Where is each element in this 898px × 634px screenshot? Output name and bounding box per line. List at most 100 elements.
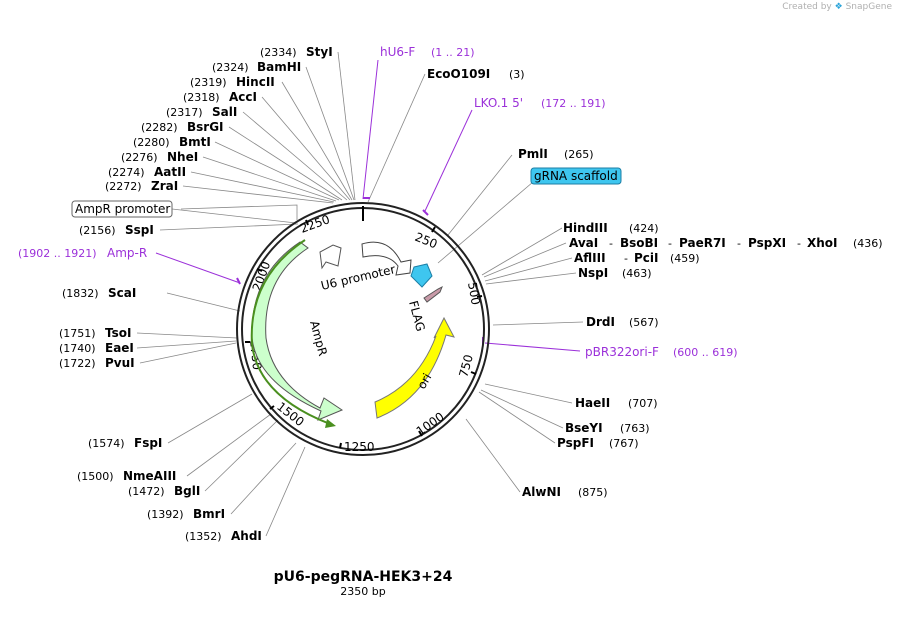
enzyme-name: SspI [125,223,154,237]
enzyme-pos: (1751) [59,327,96,340]
enzyme-name: NheI [167,150,198,164]
created-by-label: Created by [782,2,832,12]
enzyme-name: PaeR7I [679,236,726,250]
plasmid-length: 2350 bp [340,585,385,598]
plasmid-name: pU6-pegRNA-HEK3+24 [274,569,453,585]
enzyme-pos: (1500) [77,470,114,483]
enzyme-pos: (463) [622,267,652,280]
enzyme-name: StyI [306,45,333,59]
primer-range: (600 .. 619) [673,346,738,359]
enzyme-pos: (567) [629,316,659,329]
enzyme-pos: (2272) [105,180,142,193]
primer-leader-lines [155,59,581,352]
enzyme-name: EaeI [105,341,134,355]
enzyme-name: BseYI [565,421,603,435]
enzyme-pos: (2319) [190,76,227,89]
ori-arrow [374,316,455,419]
enzyme-name: AflIII [574,251,606,265]
enzyme-separator: - [668,237,672,250]
primer-name: Amp-R [107,246,147,260]
snapgene-branding: Created by ❖ SnapGene [782,2,892,12]
enzyme-pos: (1740) [59,342,96,355]
enzyme-name: AvaI [569,236,598,250]
leader-lines [136,51,584,537]
enzyme-pos: (2282) [141,121,178,134]
enzyme-name: AhdI [231,529,262,543]
enzyme-pos: (707) [628,397,658,410]
plasmid-backbone [236,202,490,456]
enzyme-name: PspFI [557,436,594,450]
enzyme-name: FspI [134,436,162,450]
right-enzyme-labels: EcoO109I (3) PmlI (265) HindIII (424) Av… [427,67,883,499]
enzyme-separator: - [797,237,801,250]
enzyme-pos: (2334) [260,46,297,59]
primer-range: (172 .. 191) [541,97,606,110]
enzyme-name: SalI [212,105,237,119]
grna-scaffold-box [530,167,622,185]
ampr-promoter-label: AmpR promoter [75,202,170,216]
primer-range: (1 .. 21) [431,46,475,59]
enzyme-pos: (763) [620,422,650,435]
tick-label-1000: 1000 [414,409,447,438]
enzyme-name: BsrGI [187,120,224,134]
snapgene-app-name: SnapGene [845,2,892,12]
enzyme-pos: (875) [578,486,608,499]
enzyme-name: PspXI [748,236,786,250]
flag-arrow [423,285,443,303]
enzyme-name: ScaI [108,286,136,300]
enzyme-name: BmtI [179,135,211,149]
enzyme-name: NspI [578,266,608,280]
enzyme-pos: (2276) [121,151,158,164]
enzyme-pos: (2317) [166,106,203,119]
enzyme-name: AatII [154,165,186,179]
enzyme-pos: (2156) [79,224,116,237]
ampr-outer-arc [250,239,331,425]
tick-label-2250: 2250 [298,212,331,236]
enzyme-pos: (1722) [59,357,96,370]
enzyme-name: HaeII [575,396,610,410]
enzyme-name: AccI [229,90,257,104]
enzyme-name: PciI [634,251,659,265]
primer-name: hU6-F [380,45,415,59]
snapgene-logo-icon: ❖ [834,2,843,12]
enzyme-pos: (1574) [88,437,125,450]
enzyme-pos: (1472) [128,485,165,498]
enzyme-name: NmeAIII [123,469,176,483]
enzyme-name: BsoBI [620,236,658,250]
u6-promoter-label: U6 promoter [320,262,397,293]
enzyme-separator: - [609,237,613,250]
grna-scaffold-label: gRNA scaffold [534,169,618,183]
enzyme-pos: (2274) [108,166,145,179]
ampr-arc-arrowhead-icon [325,419,336,428]
ampr-label: AmpR [307,319,330,357]
enzyme-pos: (1832) [62,287,99,300]
primer-labels: hU6-F (1 .. 21) LKO.1 5' (172 .. 191) pB… [18,45,738,359]
enzyme-pos: (1392) [147,508,184,521]
scale-ticks [245,219,483,449]
enzyme-pos: (3) [509,68,525,81]
enzyme-pos: (767) [609,437,639,450]
enzyme-pos: (436) [853,237,883,250]
ampr-promoter-box [71,200,173,218]
ampr-promoter-arrow [319,244,342,270]
enzyme-pos: (2280) [133,136,170,149]
enzyme-pos: (2318) [183,91,220,104]
left-enzyme-labels: (2334) StyI (2324) BamHI (2319) HincII (… [59,45,333,543]
enzyme-pos: (459) [670,252,700,265]
tick-label-500: 500 [465,281,483,306]
primer-range: (1902 .. 1921) [18,247,97,260]
enzyme-name: BglI [174,484,200,498]
enzyme-name: PvuI [105,356,135,370]
enzyme-name: PmlI [518,147,548,161]
enzyme-name: HincII [236,75,275,89]
primer-name: pBR322ori-F [585,345,659,359]
enzyme-separator: - [624,252,628,265]
enzyme-name: AlwNI [522,485,561,499]
enzyme-name: TsoI [105,326,131,340]
primer-name: LKO.1 5' [474,96,523,110]
enzyme-separator: - [737,237,741,250]
tick-label-1250: 1250 [344,440,375,454]
flag-label: FLAG [406,299,428,333]
enzyme-name: BamHI [257,60,301,74]
